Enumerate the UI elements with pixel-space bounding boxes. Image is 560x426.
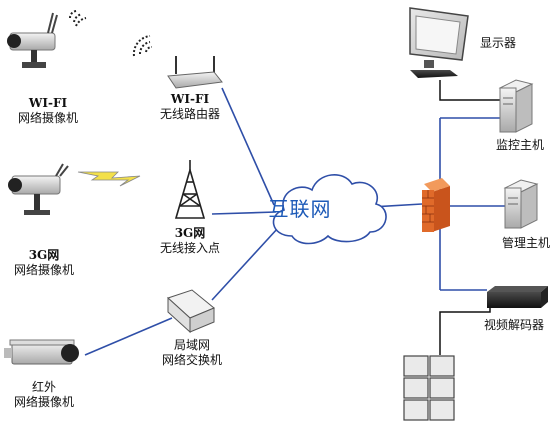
g3-camera-label-line1: 3G网 <box>28 248 60 262</box>
link-tower-cloud <box>211 211 277 215</box>
lan-switch-label-line2: 网络交换机 <box>161 353 223 367</box>
g3-tower-label: 3G网 无线接入点 <box>160 226 220 256</box>
black-wires <box>439 80 500 355</box>
internet-label: 互联网 <box>268 197 332 221</box>
switch-icon <box>167 289 215 334</box>
link-ircam-switch <box>84 317 173 356</box>
wifi-camera-label-line2: 网络摄像机 <box>17 111 79 125</box>
wire-monitor-host <box>439 80 500 101</box>
decoder-icon <box>487 286 548 308</box>
decoder-label: 视频解码器 <box>483 318 545 332</box>
wifi-router-label-line2: 无线路由器 <box>159 107 221 121</box>
g3-camera-label-line2: 网络摄像机 <box>13 263 75 277</box>
link-router-cloud <box>221 87 275 206</box>
wire-decoder-wall <box>439 308 491 355</box>
monitor-host-label: 监控主机 <box>495 138 545 152</box>
wifi-camera-label: WI-FI 网络摄像机 <box>18 96 78 126</box>
server-icon <box>498 79 534 133</box>
wifi-router-label-line1: WI-FI <box>170 92 210 106</box>
camera-icon <box>8 163 69 215</box>
link-switch-cloud <box>211 227 279 301</box>
monitor-label: 显示器 <box>479 36 517 50</box>
ir-camera-label-line2: 网络摄像机 <box>13 395 75 409</box>
lightning-icon <box>77 171 141 187</box>
firewall-icon <box>422 178 450 232</box>
wifi-camera-label-line1: WI-FI <box>28 96 68 110</box>
wifi-camera-icon <box>7 9 87 68</box>
server-icon <box>503 179 539 229</box>
cloud-icon <box>272 174 387 245</box>
tower-icon <box>174 160 206 219</box>
lan-switch-label-line1: 局域网 <box>173 338 211 352</box>
wifi-router-label: WI-FI 无线路由器 <box>160 92 220 122</box>
router-icon <box>132 35 223 89</box>
monitor-icon <box>409 7 469 78</box>
g3-tower-label-line2: 无线接入点 <box>159 241 221 255</box>
g3-tower-label-line1: 3G网 <box>174 226 206 240</box>
g3-camera-label: 3G网 网络摄像机 <box>14 248 74 278</box>
video-wall-icon <box>403 355 455 421</box>
ir-camera-icon <box>4 339 79 365</box>
manage-host-label: 管理主机 <box>501 236 551 250</box>
lan-switch-label: 局域网 网络交换机 <box>162 338 222 368</box>
ir-camera-label-line1: 红外 <box>31 380 57 394</box>
ir-camera-label: 红外 网络摄像机 <box>14 380 74 410</box>
